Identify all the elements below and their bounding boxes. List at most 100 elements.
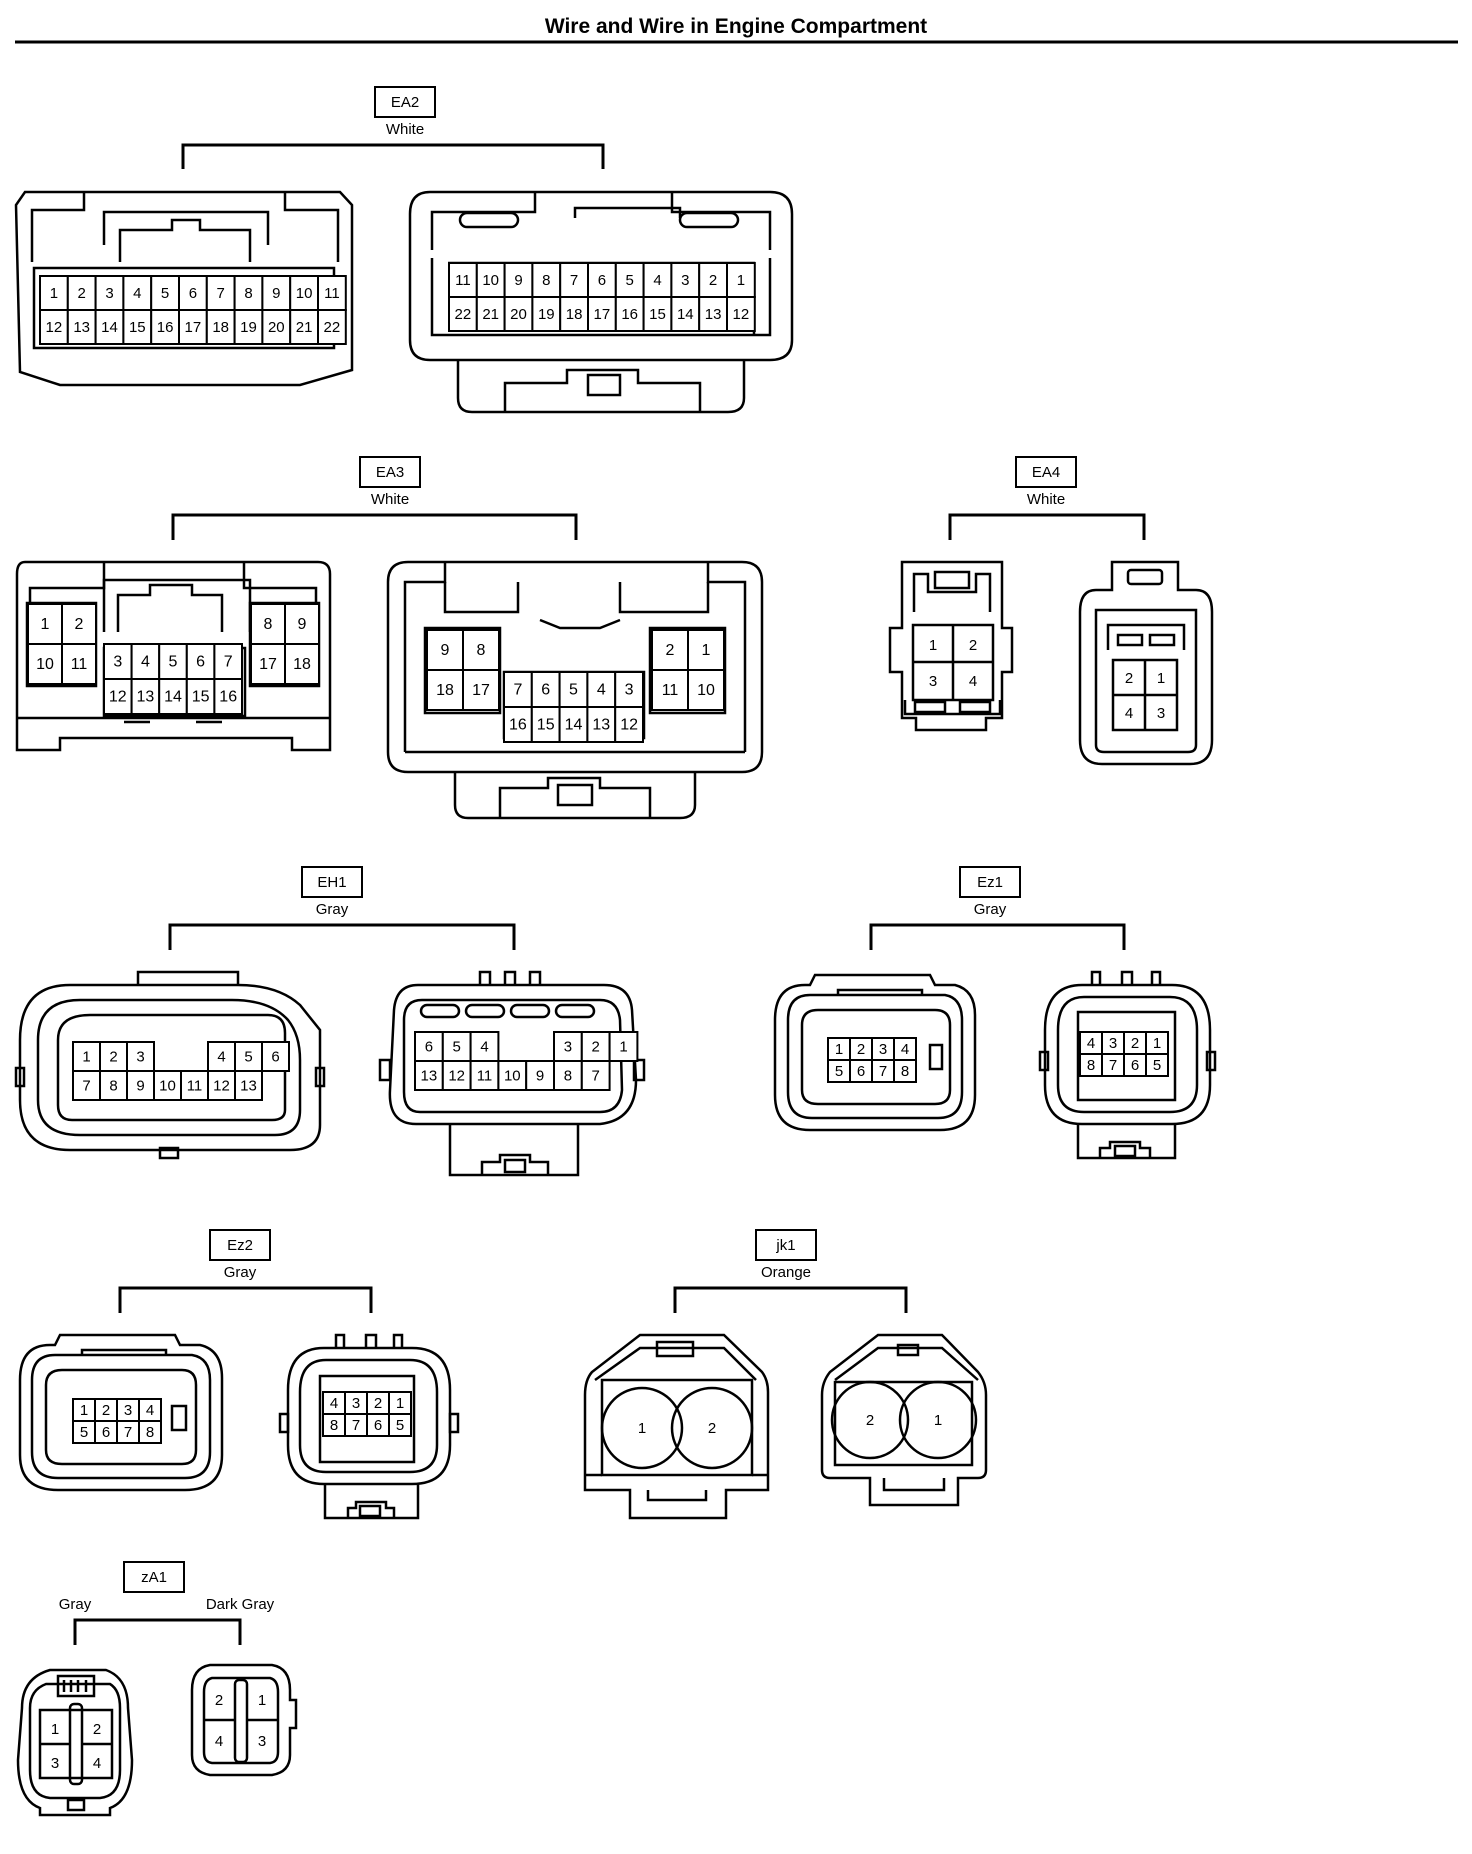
- pin-label: 4: [653, 272, 661, 289]
- pin-label: 7: [592, 1068, 600, 1085]
- pin-cell: [651, 629, 689, 671]
- pin-label: 21: [482, 306, 499, 323]
- pin-label: 1: [1157, 670, 1165, 687]
- pin-cell: [726, 296, 756, 332]
- pin-label: 22: [324, 319, 341, 336]
- pin-cell: [138, 1420, 162, 1444]
- pin-label: 13: [421, 1068, 438, 1085]
- connector-jk1: jk1 Orange 1 2 2 1: [583, 1229, 988, 1520]
- pin-label: 2: [1125, 670, 1133, 687]
- pair-bracket: [181, 143, 605, 169]
- pin-label: 7: [513, 682, 522, 699]
- pin-label: 11: [71, 656, 88, 673]
- pin-label: 3: [258, 1733, 266, 1750]
- pin-label: 2: [374, 1395, 382, 1412]
- pin-cell: [441, 1060, 472, 1091]
- pin-cell: [234, 1041, 263, 1072]
- pair-bracket: [869, 923, 1126, 950]
- pin-label: 10: [296, 285, 313, 302]
- pin-cell: [642, 296, 673, 332]
- pin-label: 2: [93, 1721, 101, 1738]
- pin-cell: [531, 262, 562, 298]
- pin-cell: [261, 309, 292, 345]
- connector-code: Ez1: [977, 874, 1003, 891]
- pin-label: 2: [666, 642, 675, 659]
- pin-label: 11: [324, 285, 340, 302]
- pin-label: 6: [598, 272, 606, 289]
- pin-label: 13: [705, 306, 722, 323]
- pin-cell: [448, 296, 478, 332]
- pin-label: 6: [102, 1424, 110, 1441]
- pin-label: 11: [662, 682, 679, 699]
- pin-label: 4: [1125, 705, 1133, 722]
- pin-label: 5: [453, 1039, 461, 1056]
- pin-label: 15: [192, 689, 210, 706]
- pin-label: 3: [136, 1049, 144, 1066]
- pin-label: 7: [124, 1424, 132, 1441]
- pin-label: 12: [109, 689, 127, 706]
- connector-color: Gray: [224, 1264, 257, 1281]
- pin-label: 13: [73, 319, 90, 336]
- pair-bracket: [73, 1618, 242, 1645]
- pin-cell: [130, 643, 161, 680]
- pin-cell: [651, 669, 689, 711]
- pin-label: 1: [82, 1049, 90, 1066]
- pin-label: 4: [969, 673, 977, 690]
- pin-label: 20: [510, 306, 527, 323]
- pin-cell: [531, 296, 562, 332]
- pin-cell: [462, 669, 500, 711]
- pin-cell: [503, 706, 533, 743]
- pin-cell: [234, 1070, 263, 1101]
- pin-label: 2: [1131, 1035, 1139, 1052]
- pin-label: 12: [448, 1068, 465, 1085]
- pin-label: 6: [541, 682, 550, 699]
- pin-label: 9: [298, 616, 307, 633]
- pin-cell: [185, 678, 216, 715]
- pin-label: 18: [212, 319, 229, 336]
- pin-label: 6: [425, 1039, 433, 1056]
- connector-color-right: Dark Gray: [206, 1596, 275, 1613]
- pin-label: 7: [224, 654, 233, 671]
- pin-label: 4: [141, 654, 150, 671]
- pin-label: 1: [50, 285, 58, 302]
- pin-label: 2: [102, 1402, 110, 1419]
- pin-cell: [503, 296, 534, 332]
- pin-label: 4: [1087, 1035, 1095, 1052]
- pin-label: 3: [879, 1041, 887, 1058]
- pin-label: 6: [857, 1063, 865, 1080]
- pin-cell: [27, 643, 63, 685]
- pin-label: 7: [82, 1078, 90, 1095]
- pin-label: 12: [733, 306, 750, 323]
- pin-label: 8: [477, 642, 486, 659]
- pin-label: 9: [536, 1068, 544, 1085]
- pin-label: 1: [619, 1039, 627, 1056]
- pin-label: 17: [259, 656, 277, 673]
- pin-cell: [475, 262, 506, 298]
- pin-label: 15: [537, 717, 555, 734]
- connector-ea2-left: [14, 190, 354, 387]
- pin-label: 3: [113, 654, 122, 671]
- pin-label: 5: [626, 272, 634, 289]
- pin-label: 18: [293, 656, 311, 673]
- pin-cell: [726, 262, 756, 298]
- pin-label: 3: [105, 285, 113, 302]
- pin-label: 1: [396, 1395, 404, 1412]
- pin-cell: [103, 678, 133, 715]
- connector-code: zA1: [141, 1569, 167, 1586]
- pin-cell: [284, 643, 320, 685]
- pin-label: 5: [161, 285, 169, 302]
- pin-label: 5: [244, 1049, 252, 1066]
- connector-ez2-left: [18, 1333, 224, 1492]
- connector-color: White: [1027, 491, 1065, 508]
- pin-label: 9: [272, 285, 280, 302]
- pin-label: 12: [46, 319, 63, 336]
- pin-cell: [233, 309, 264, 345]
- connector-code: EA2: [391, 94, 419, 111]
- pin-label: 5: [396, 1417, 404, 1434]
